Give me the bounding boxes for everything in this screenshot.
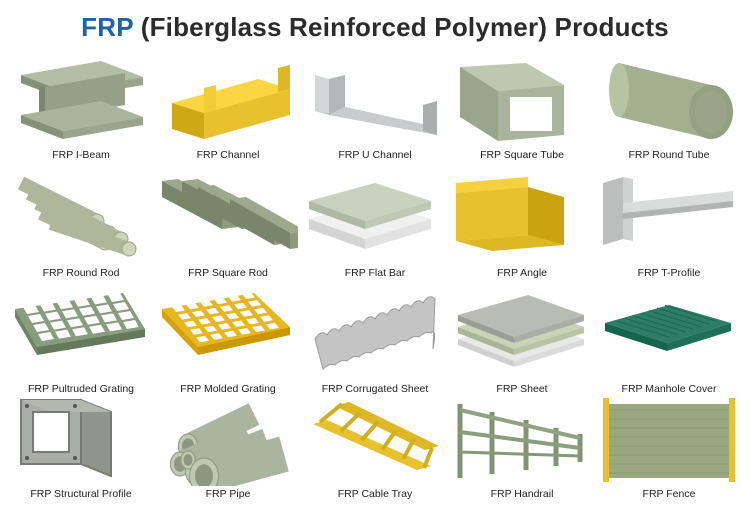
square-tube-icon: [460, 63, 564, 141]
molded-grating-icon: [162, 292, 290, 355]
product-label: FRP Manhole Cover: [621, 383, 717, 395]
product-label: FRP Square Rod: [188, 267, 268, 279]
product-card: FRP Round Tube: [596, 55, 742, 166]
product-label: FRP Pultruded Grating: [27, 383, 135, 395]
flat-bar-icon: [309, 183, 431, 249]
product-label: FRP Channel: [196, 149, 260, 161]
pultruded-grating-icon: [15, 293, 145, 355]
product-card: FRP Manhole Cover: [596, 289, 742, 400]
sheet-icon: [458, 295, 584, 367]
product-card: FRP T-Profile: [596, 173, 742, 284]
product-card: FRP Flat Bar: [302, 173, 448, 284]
product-label: FRP Round Rod: [42, 267, 120, 279]
product-label: FRP Molded Grating: [180, 383, 276, 395]
product-card: FRP Pipe: [155, 394, 301, 505]
product-label: FRP Angle: [496, 267, 547, 279]
product-card: FRP Channel: [155, 55, 301, 166]
product-label: FRP T-Profile: [637, 267, 701, 279]
square-rod-icon: [162, 179, 298, 249]
product-card: FRP Round Rod: [8, 173, 154, 284]
title-rest: (Fiberglass Reinforced Polymer) Products: [140, 12, 669, 42]
product-label: FRP Square Tube: [480, 149, 564, 161]
handrail-icon: [457, 404, 583, 478]
pipe-icon: [169, 403, 289, 486]
fence-icon: [603, 398, 735, 482]
product-card: FRP Square Rod: [155, 173, 301, 284]
product-card: FRP Molded Grating: [155, 289, 301, 400]
product-card: FRP Pultruded Grating: [8, 289, 154, 400]
product-card: FRP Sheet: [449, 289, 595, 400]
product-card: FRP Cable Tray: [302, 394, 448, 505]
product-card: FRP I-Beam: [8, 55, 154, 166]
product-label: FRP Flat Bar: [344, 267, 406, 279]
structural-profile-icon: [20, 398, 112, 478]
page-title: FRP (Fiberglass Reinforced Polymer) Prod…: [0, 12, 750, 43]
channel-icon: [172, 65, 290, 139]
angle-icon: [456, 177, 564, 251]
product-label: FRP Sheet: [496, 383, 548, 395]
product-card: FRP U Channel: [302, 55, 448, 166]
round-rod-icon: [17, 176, 137, 257]
product-card: FRP Structural Profile: [8, 394, 154, 505]
manhole-cover-icon: [605, 304, 731, 351]
product-label: FRP Corrugated Sheet: [321, 383, 429, 395]
product-label: FRP Pipe: [205, 488, 251, 500]
product-label: FRP I-Beam: [52, 149, 110, 161]
cable-tray-icon: [313, 402, 439, 470]
i-beam-icon: [21, 61, 143, 139]
product-label: FRP Fence: [642, 488, 696, 500]
product-label: FRP Cable Tray: [337, 488, 413, 500]
title-accent: FRP: [81, 12, 134, 42]
product-card: FRP Handrail: [449, 394, 595, 505]
product-card: FRP Angle: [449, 173, 595, 284]
product-card: FRP Fence: [596, 394, 742, 505]
product-label: FRP Structural Profile: [30, 488, 132, 500]
product-label: FRP Round Tube: [628, 149, 710, 161]
product-label: FRP Handrail: [490, 488, 554, 500]
u-channel-icon: [315, 75, 437, 135]
round-tube-icon: [609, 63, 733, 139]
t-profile-icon: [603, 177, 733, 245]
product-grid: FRP I-Beam FRP Channel FRP U Channel FRP…: [8, 55, 742, 500]
product-label: FRP U Channel: [338, 149, 412, 161]
corrugated-sheet-icon: [314, 296, 436, 370]
product-card: FRP Square Tube: [449, 55, 595, 166]
product-card: FRP Corrugated Sheet: [302, 289, 448, 400]
